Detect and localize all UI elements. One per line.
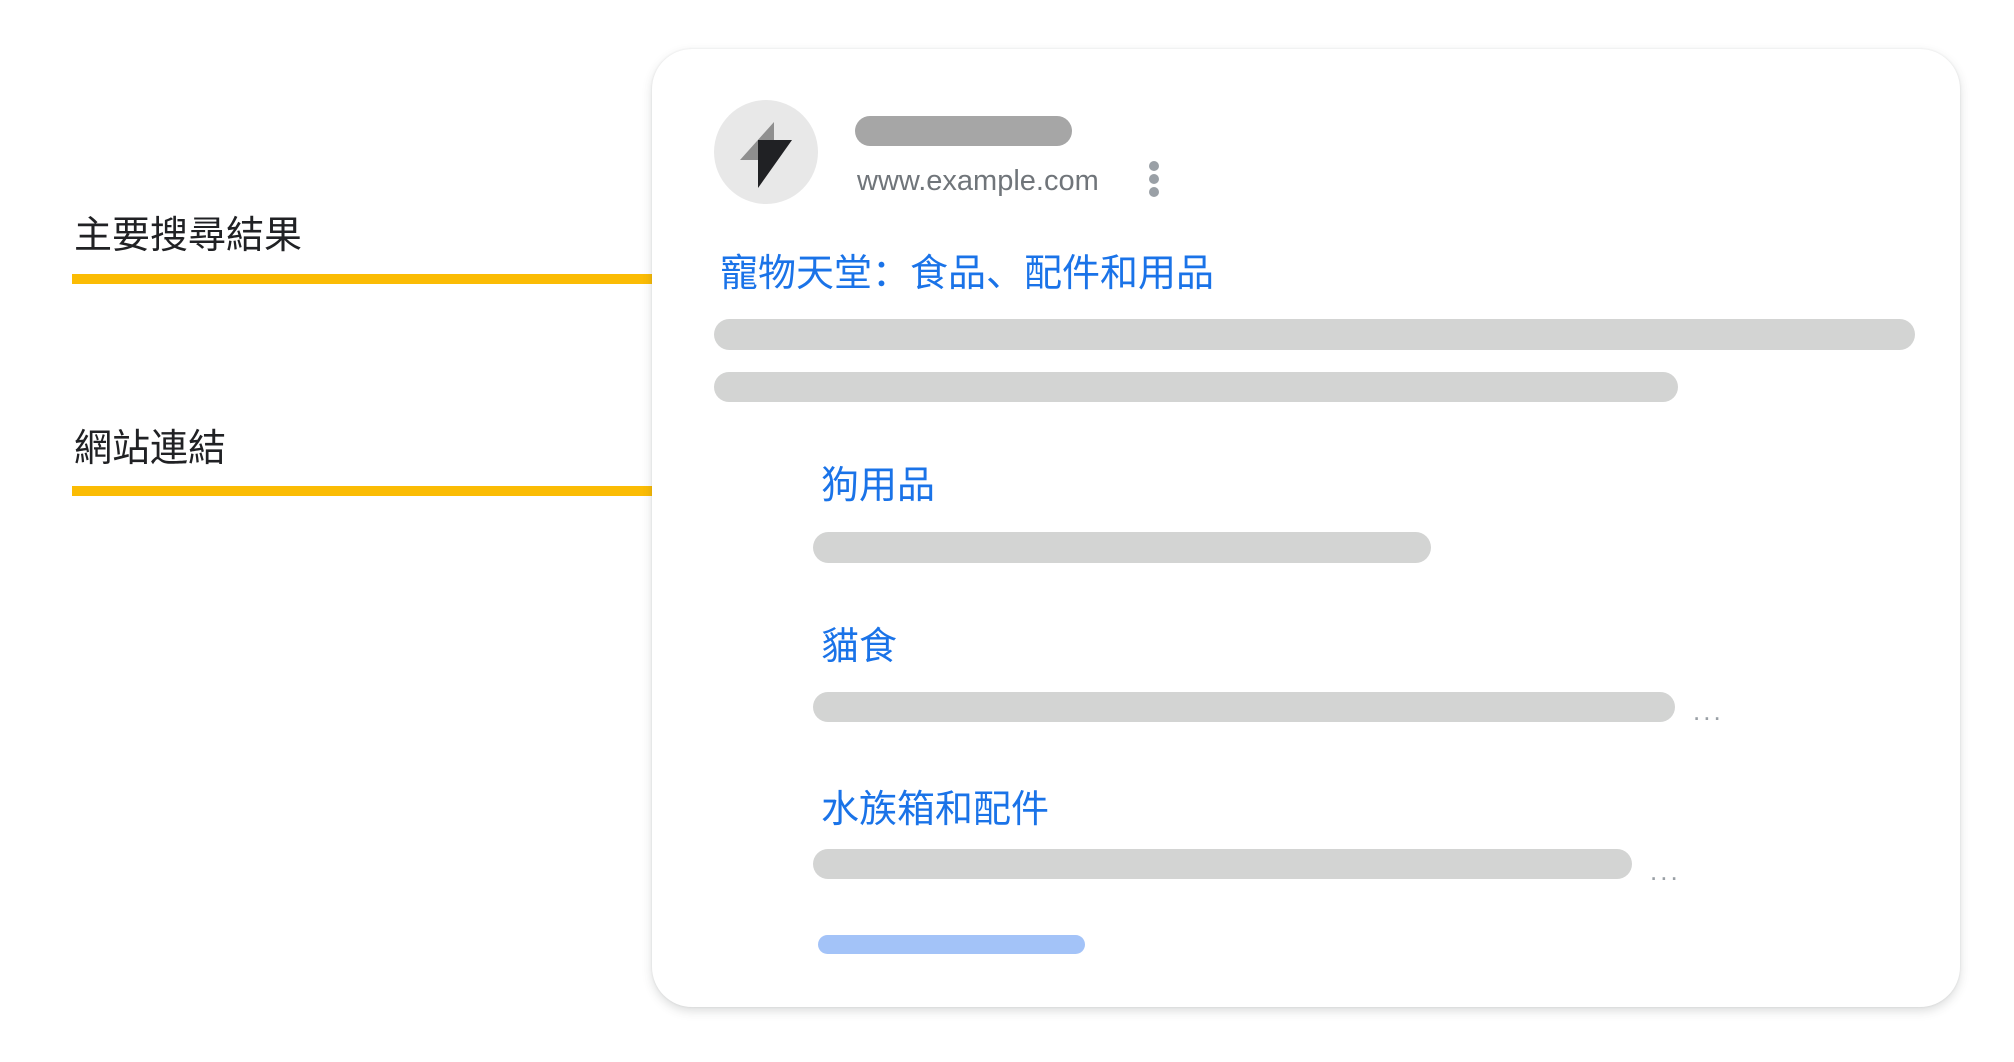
ellipsis-icon: ... xyxy=(1650,856,1681,886)
snippet-line-2 xyxy=(714,372,1678,402)
sitelink-title[interactable]: 貓食 xyxy=(821,626,898,668)
sitelink-snippet xyxy=(813,849,1632,879)
callout-label-main-result: 主要搜尋結果 xyxy=(74,215,303,257)
callout-line-main-result xyxy=(72,274,682,284)
kebab-menu-icon[interactable] xyxy=(1148,161,1160,200)
site-name-placeholder xyxy=(855,116,1072,146)
sitelink-title[interactable]: 水族箱和配件 xyxy=(821,789,1050,831)
callout-label-sitelinks: 網站連結 xyxy=(74,428,227,470)
site-favicon xyxy=(714,100,818,204)
ellipsis-icon: ... xyxy=(1693,696,1724,726)
sitelink-snippet xyxy=(813,692,1675,722)
result-url[interactable]: www.example.com xyxy=(857,165,1099,197)
bolt-icon xyxy=(740,122,792,188)
sitelink-snippet xyxy=(813,532,1431,563)
sitelink-title[interactable]: 狗用品 xyxy=(821,465,936,507)
callout-line-sitelinks xyxy=(72,486,782,496)
more-results-link[interactable] xyxy=(818,935,1085,954)
snippet-line-1 xyxy=(714,319,1915,350)
result-title-link[interactable]: 寵物天堂：食品、配件和用品 xyxy=(720,253,1215,295)
search-result-card xyxy=(652,49,1960,1007)
